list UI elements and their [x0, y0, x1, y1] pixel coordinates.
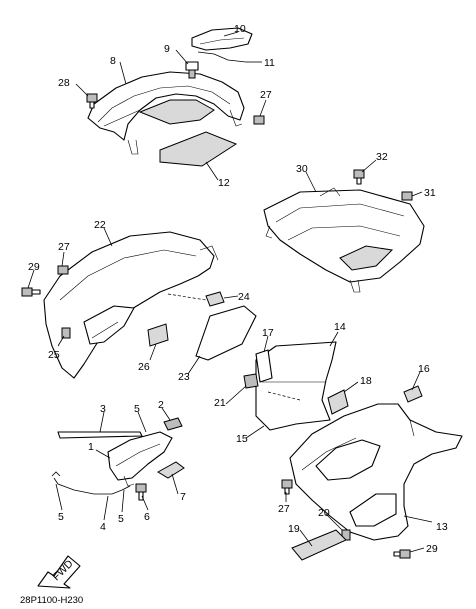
- bolt-part-9: [185, 61, 199, 79]
- callout-labels: 10 11 9 8 28 27 12 30 32 31 22 27 29 24 …: [28, 23, 448, 555]
- callout-24: 24: [238, 291, 250, 303]
- callout-15: 15: [236, 433, 248, 445]
- callout-4: 4: [100, 521, 106, 533]
- pad-part-12: [159, 131, 238, 167]
- cable-part-4: [53, 477, 131, 495]
- callout-5-b: 5: [58, 511, 64, 523]
- rod-part-3: [57, 431, 143, 439]
- callout-27-b: 27: [58, 241, 70, 253]
- pad-part-7: [157, 461, 185, 479]
- callout-31: 31: [424, 187, 436, 199]
- cover-part-10: [191, 27, 253, 51]
- callout-3: 3: [100, 403, 106, 415]
- side-cover-part-22: [43, 231, 219, 379]
- callout-23: 23: [178, 371, 190, 383]
- callout-10: 10: [234, 23, 246, 35]
- callout-7: 7: [180, 491, 186, 503]
- callout-18: 18: [360, 375, 372, 387]
- callout-13: 13: [436, 521, 448, 533]
- stay-part-11: [197, 51, 247, 63]
- callout-14: 14: [334, 321, 346, 333]
- block-part-24: [205, 291, 225, 307]
- screw-part-27-a: [253, 115, 265, 125]
- callout-21: 21: [214, 397, 226, 409]
- clamp-part-5: [51, 471, 61, 477]
- callout-2: 2: [158, 399, 164, 411]
- panel-part-14: [255, 341, 337, 431]
- callout-22: 22: [94, 219, 106, 231]
- diagram-caption: 28P1100-H230: [20, 595, 83, 606]
- sheet-part-23: [195, 305, 257, 361]
- block-part-18: [327, 389, 349, 415]
- callout-11: 11: [264, 57, 275, 69]
- callout-6: 6: [144, 511, 150, 523]
- callout-1: 1: [88, 441, 94, 453]
- bracket-part-1: [107, 431, 173, 487]
- callout-16: 16: [418, 363, 430, 375]
- callout-12: 12: [218, 177, 230, 189]
- callout-28: 28: [58, 77, 70, 89]
- callout-29-b: 29: [426, 543, 438, 555]
- callout-32: 32: [376, 151, 388, 163]
- forward-arrow-icon: FWD: [37, 555, 81, 589]
- callout-29-a: 29: [28, 261, 40, 273]
- callout-19: 19: [288, 523, 300, 535]
- callout-25: 25: [48, 349, 60, 361]
- rear-fender-part-8: [87, 71, 245, 155]
- screw-part-29-a: [21, 287, 41, 297]
- clip-part-32: [353, 169, 365, 185]
- screw-part-27-c: [281, 479, 293, 495]
- callout-27-c: 27: [278, 503, 290, 515]
- pad-part-19: [291, 529, 347, 561]
- screw-part-29-b: [393, 549, 411, 559]
- bolt-part-6: [135, 483, 147, 501]
- screw-part-27-b: [57, 265, 69, 275]
- block-part-16: [403, 385, 423, 403]
- leader-lines: [27, 31, 433, 553]
- clip-part-2: [163, 417, 183, 431]
- callout-27-a: 27: [260, 89, 272, 101]
- callout-20: 20: [318, 507, 330, 519]
- callout-8: 8: [110, 55, 116, 67]
- bracket-part-30: [263, 187, 425, 293]
- callout-30: 30: [296, 163, 308, 175]
- callout-5-c: 5: [118, 513, 124, 525]
- callout-9: 9: [164, 43, 170, 55]
- callout-5-a: 5: [134, 403, 140, 415]
- block-part-26: [147, 323, 169, 347]
- side-cover-part-13: [289, 403, 463, 541]
- bolt-part-31: [401, 191, 413, 201]
- block-part-21: [243, 373, 259, 389]
- callout-17: 17: [262, 327, 274, 339]
- screw-part-28: [86, 93, 98, 109]
- callout-26: 26: [138, 361, 150, 373]
- grommet-part-25: [61, 327, 71, 339]
